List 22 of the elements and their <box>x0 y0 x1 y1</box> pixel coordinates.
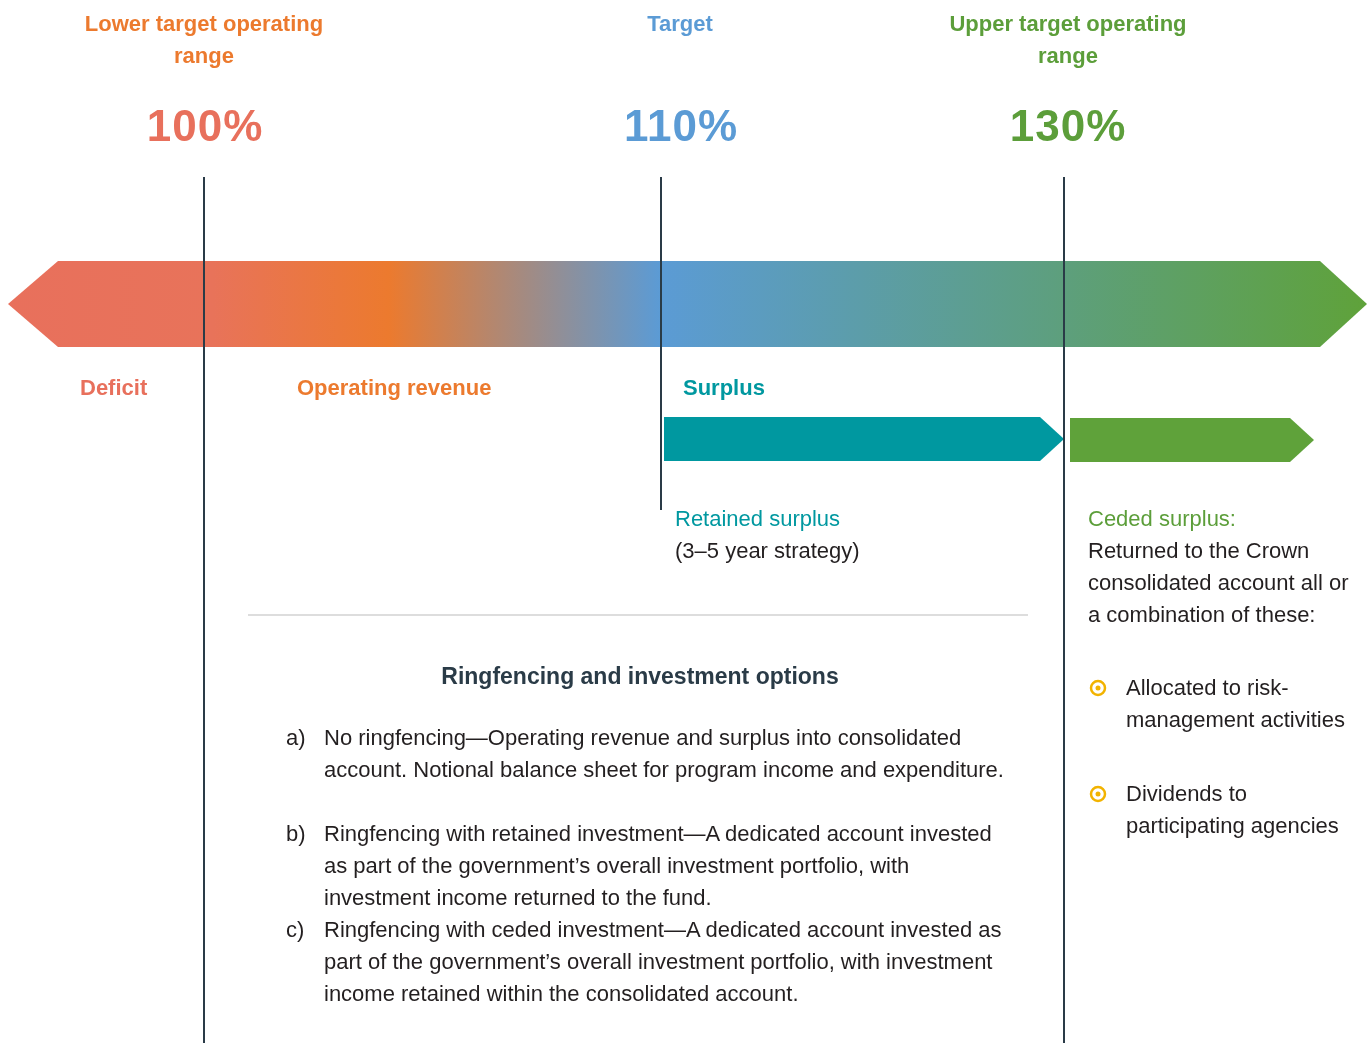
zone-label: Surplus <box>683 374 766 402</box>
arrow-caption: (3–5 year strategy) <box>675 537 861 565</box>
arrow-caption: Retained surplus <box>675 505 842 533</box>
list-marker: b) <box>286 820 307 848</box>
list-item-text: Ringfencing with retained investment—A dedicated account invested as part of the government’s overall investment portfolio, with investment income returned to the fund. <box>324 820 993 912</box>
section-heading: Ringfencing and investment options <box>440 662 840 691</box>
arrow-caption: Ceded surplus: <box>1088 505 1237 533</box>
bullet-item: Dividends to participating agencies <box>1126 780 1340 840</box>
percentage-value: 100% <box>145 100 265 152</box>
list-marker: c) <box>286 916 306 944</box>
list-marker: a) <box>286 724 307 752</box>
range-heading: Lower target operating range <box>84 10 324 70</box>
percentage-value: 130% <box>1008 100 1128 152</box>
range-heading: Upper target operating range <box>948 10 1188 70</box>
percentage-value: 110% <box>622 100 740 152</box>
zone-label: Deficit <box>80 374 149 402</box>
list-item-text: Ringfencing with ceded investment—A dedicated account invested as part of the government’s overall investment portfolio, with investment income retained within the consolidated account. <box>324 916 1003 1008</box>
zone-label: Operating revenue <box>297 374 493 402</box>
description-text: Returned to the Crown consolidated account all or a combination of these: <box>1088 537 1350 629</box>
list-item-text: No ringfencing—Operating revenue and surplus into consolidated account. Notional balance sheet for program income and expenditure. <box>324 724 1005 784</box>
range-heading: Target <box>646 10 714 38</box>
bullet-item: Allocated to risk- management activities <box>1126 674 1346 734</box>
